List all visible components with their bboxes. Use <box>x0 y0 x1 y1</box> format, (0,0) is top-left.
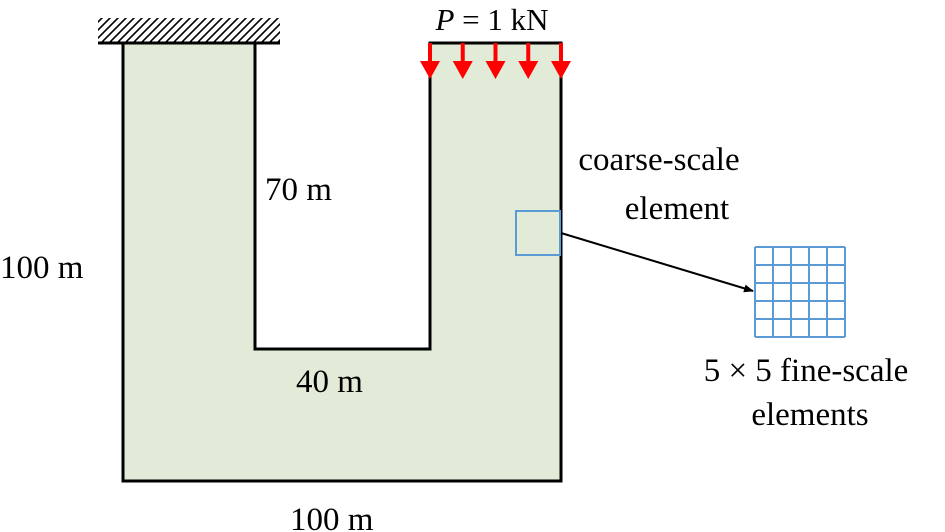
load-arrow-head <box>551 61 571 79</box>
fine-label-line2: elements <box>751 397 868 433</box>
load-arrows <box>420 41 571 79</box>
coarse-scale-element-box <box>515 210 561 256</box>
slot-depth-label: 70 m <box>265 172 332 208</box>
coarse-label-line2: element <box>625 191 729 227</box>
load-arrow-head <box>452 61 473 79</box>
connector-arrow-icon <box>560 232 754 293</box>
load-value: = 1 kN <box>454 2 548 37</box>
slot-width-label: 40 m <box>296 364 363 400</box>
bottom-width-label: 100 m <box>290 502 374 532</box>
fine-scale-grid <box>754 246 846 338</box>
load-symbol: P <box>434 2 454 37</box>
left-height-label: 100 m <box>0 250 84 286</box>
load-label: P = 1 kN <box>434 2 548 37</box>
fine-label-line1: 5 × 5 fine-scale <box>704 353 909 389</box>
load-arrow-head <box>485 61 506 79</box>
fixed-support-hatch-icon <box>98 18 280 42</box>
u-shaped-domain <box>121 41 563 483</box>
coarse-label-line1: coarse-scale <box>578 142 739 178</box>
load-arrow-head <box>420 61 440 79</box>
load-arrow-head <box>518 61 539 79</box>
